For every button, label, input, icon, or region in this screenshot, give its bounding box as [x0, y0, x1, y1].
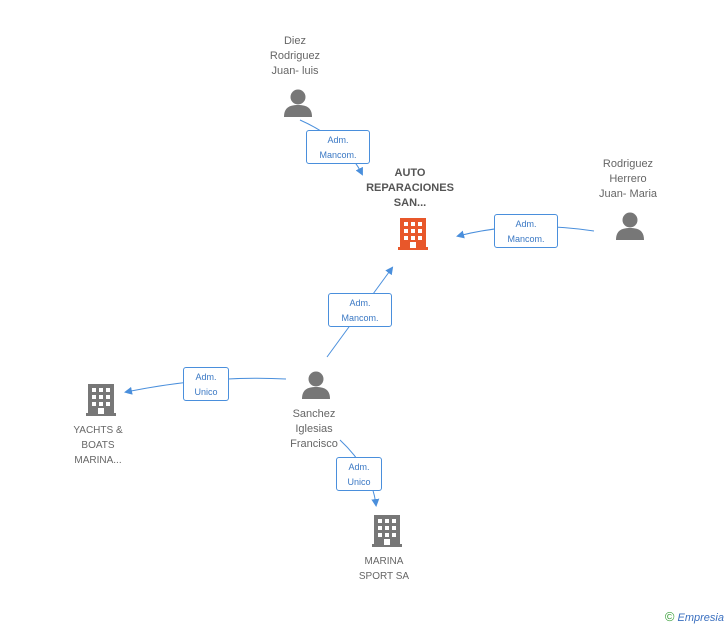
sanchez-name-label[interactable]: Sanchez Iglesias Francisco: [290, 408, 338, 450]
center-company-label[interactable]: AUTO REPARACIONES SAN...: [366, 167, 454, 209]
marina-sport-company-label[interactable]: MARINA SPORT SA: [358, 556, 410, 582]
sanchez-person-icon[interactable]: [302, 371, 330, 400]
rodriguez-person-icon[interactable]: [616, 212, 644, 241]
edge-label-sanchez-adm-unico-yachts: Adm. Unico: [183, 367, 229, 401]
edge-label-rodriguez-adm-mancom: Adm. Mancom.: [494, 214, 558, 248]
diez-person-icon[interactable]: [284, 89, 312, 118]
empresia-logo: Empresia: [677, 612, 724, 624]
rodriguez-name-label[interactable]: Rodriguez Herrero Juan- Maria: [598, 158, 658, 200]
edge-label-diez-adm-mancom: Adm. Mancom.: [306, 130, 370, 164]
edge-label-sanchez-adm-mancom: Adm. Mancom.: [328, 293, 392, 327]
yachts-building-icon[interactable]: [86, 384, 116, 416]
diez-name-label[interactable]: Diez Rodriguez Juan- luis: [269, 35, 321, 77]
center-building-icon[interactable]: [398, 218, 428, 250]
footer-brand: © Empresia: [665, 609, 724, 624]
copyright-icon: ©: [664, 609, 675, 624]
edge-label-sanchez-adm-unico-marina: Adm. Unico: [336, 457, 382, 491]
marina-sport-building-icon[interactable]: [372, 515, 402, 547]
yachts-company-label[interactable]: YACHTS & BOATS MARINA...: [73, 425, 123, 466]
